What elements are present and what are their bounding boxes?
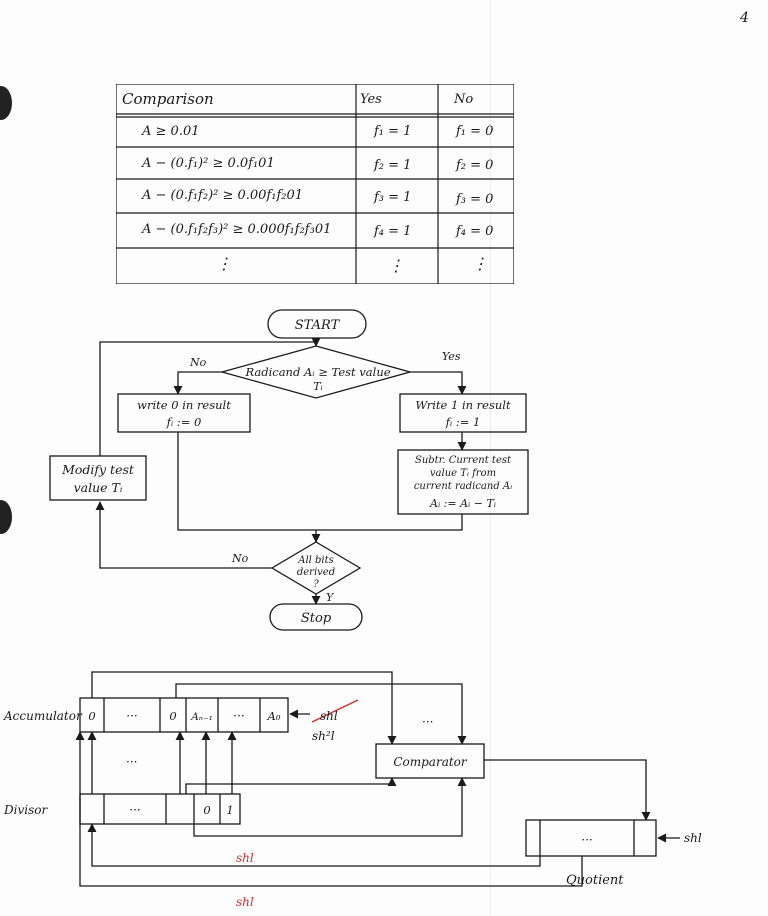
decision1-line2: Tᵢ: [313, 380, 323, 393]
acc-cell-5: A₀: [267, 709, 281, 723]
subtract-line2: value Tᵢ from: [430, 468, 496, 479]
decision2-line1: All bits: [297, 555, 334, 566]
vdots-between-registers: ···: [126, 755, 137, 769]
write1-line1: Write 1 in result: [415, 398, 511, 412]
comparison-table: Comparison Yes No A ≥ 0.01 f₁ = 1 f₁ = 0…: [116, 84, 514, 284]
shift-struck-label: shl: [320, 709, 338, 723]
header-no: No: [454, 92, 474, 107]
page-fold-line: [490, 0, 491, 916]
row-2-comparison: A − (0.f₁)² ≥ 0.0f₁01: [142, 156, 275, 171]
row-1-comparison: A ≥ 0.01: [142, 124, 200, 139]
accumulator-cell-dividers: [103, 698, 261, 732]
shift-new-label: sh²l: [312, 729, 335, 743]
modify-return-line: [99, 341, 316, 456]
row-5-yes: ⋮: [388, 256, 404, 275]
row-4-yes: f₄ = 1: [374, 224, 412, 239]
accumulator-label: Accumulator: [3, 709, 83, 723]
start-label: START: [295, 318, 341, 333]
subtract-box: [397, 449, 529, 515]
quotient-shift-label: shl: [684, 831, 702, 845]
table-grid: [116, 84, 514, 284]
red-shl-label-2: shl: [236, 895, 254, 909]
write-1-box: [399, 393, 527, 433]
row-1-yes: f₁ = 1: [374, 124, 412, 139]
decision1-line1: Radicand Aᵢ ≥ Test value: [244, 365, 390, 379]
quotient-feedback-1: [87, 823, 541, 867]
page-number: 4: [740, 10, 749, 26]
red-shl-label-1: shl: [236, 851, 254, 865]
acc-bus-to-comparator-2: [175, 683, 467, 745]
acc-cell-1: ···: [126, 709, 137, 723]
write1-line2: fᵢ := 1: [445, 415, 481, 429]
punch-hole-bottom: [0, 500, 12, 534]
no-label: No: [189, 356, 207, 369]
div-cell-1: 1: [226, 803, 233, 817]
quotient-register: [525, 819, 657, 857]
div-bus-to-comparator-2: [193, 777, 467, 837]
yes-label: Yes: [442, 350, 461, 363]
row-1-no: f₁ = 0: [456, 124, 494, 139]
subtract-line1: Subtr. Current test: [415, 455, 512, 466]
row-3-yes: f₃ = 1: [374, 190, 412, 205]
div-cell-0: 0: [203, 803, 210, 817]
decision2-line2: derived: [297, 567, 335, 578]
stop-label: Stop: [301, 611, 332, 626]
acc-cell-3: Aₙ₋₁: [190, 711, 213, 723]
quotient-feedback-2: [75, 731, 583, 887]
no-loop-arrow: [95, 501, 272, 569]
row-2-no: f₂ = 0: [456, 158, 494, 173]
div-cell-dots: ···: [129, 803, 140, 817]
write0-line1: write 0 in result: [137, 398, 231, 412]
divisor-cell-dividers: [103, 794, 221, 824]
row-5-no: ⋮: [472, 254, 488, 273]
modify-line2: value Tᵢ: [74, 480, 123, 495]
subtract-merge-line: [316, 514, 463, 531]
comparator-to-quotient: [484, 759, 651, 821]
row-4-no: f₄ = 0: [456, 224, 494, 239]
comparator-box: [375, 743, 485, 779]
row-5-comparison: ⋮: [216, 254, 232, 273]
row-3-comparison: A − (0.f₁f₂)² ≥ 0.00f₁f₂01: [142, 188, 304, 203]
decision2-yes-label: Y: [326, 591, 335, 604]
acc-bus-to-comparator: [91, 671, 397, 745]
acc-cell-0: 0: [88, 709, 95, 723]
acc-cell-4: ···: [233, 709, 244, 723]
write0-merge-line: [177, 432, 316, 531]
subtract-line3: current radicand Aᵢ: [414, 481, 512, 492]
decision2-line3: ?: [313, 579, 319, 590]
row-4-comparison: A − (0.f₁f₂f₃)² ≥ 0.000f₁f₂f₃01: [142, 222, 332, 237]
subtract-line4: Aᵢ := Aᵢ − Tᵢ: [429, 497, 496, 510]
quotient-label: Quotient: [566, 873, 624, 888]
no-branch-arrow: [173, 371, 222, 395]
divisor-label: Divisor: [3, 803, 48, 817]
write0-line2: fᵢ := 0: [166, 415, 202, 429]
div-bus-to-comparator: [185, 777, 397, 794]
modify-line1: Modify test: [61, 462, 135, 477]
punch-hole-top: [0, 86, 12, 120]
comparator-label: Comparator: [393, 755, 468, 769]
row-3-no: f₃ = 0: [456, 192, 494, 207]
modify-test-box: [49, 455, 147, 501]
row-2-yes: f₂ = 1: [374, 158, 412, 173]
decision-radicand: [219, 345, 413, 399]
decision2-no-label: No: [231, 552, 249, 565]
acc-cell-2: 0: [169, 709, 176, 723]
quotient-dots: ···: [581, 833, 592, 847]
yes-branch-arrow: [410, 371, 467, 395]
stop-terminal: [269, 603, 363, 631]
write-0-box: [117, 393, 251, 433]
header-comparison: Comparison: [122, 90, 214, 108]
comparator-dots: ···: [422, 715, 433, 729]
strike-through-mark: [311, 699, 359, 723]
accumulator-register: [79, 697, 289, 733]
header-yes: Yes: [360, 92, 382, 107]
